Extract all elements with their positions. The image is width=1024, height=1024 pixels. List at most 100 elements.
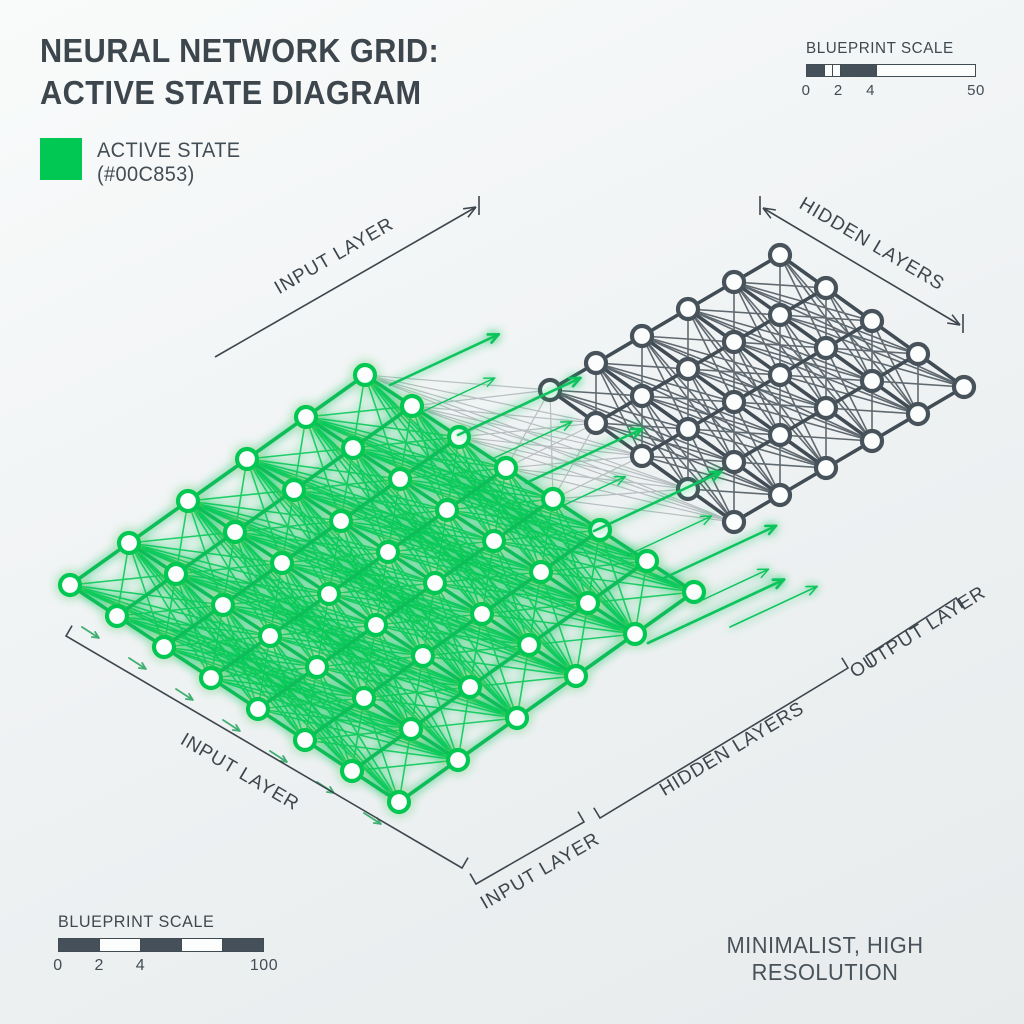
scale-tick-label: 2 [94, 957, 104, 974]
network-node [387, 466, 413, 492]
network-node [575, 590, 601, 616]
flow-arrow [627, 515, 713, 556]
input-layer-left-label: INPUT LAYER [177, 729, 303, 815]
flow-arrow [559, 475, 626, 508]
blueprint-scale-bottom-bar [58, 938, 264, 952]
hidden-layers-bottom-label: HIDDEN LAYERS [656, 698, 808, 801]
network-node [767, 422, 793, 448]
network-node [905, 341, 931, 367]
flow-arrows [388, 332, 818, 645]
network-node [629, 383, 655, 409]
network-node [293, 404, 319, 430]
flow-arrow [388, 332, 501, 387]
output-layer-right-label: OUTPUT LAYER [846, 582, 989, 682]
input-layer-top-label: INPUT LAYER [271, 214, 397, 299]
active-state-legend-line2: (#00C853) [97, 163, 195, 187]
network-node [675, 416, 701, 442]
network-node [675, 356, 701, 382]
blueprint-scale-top-bar [806, 64, 976, 77]
active-state-legend-line1: ACTIVE STATE [97, 139, 241, 162]
network-node [163, 561, 189, 587]
active-state-swatch [40, 138, 82, 180]
network-node [859, 368, 885, 394]
network-node [351, 685, 377, 711]
edge-tick-arrow [128, 657, 147, 670]
inactive-network [537, 242, 977, 535]
network-node [292, 727, 318, 753]
scale-segment [824, 65, 832, 76]
network-node [269, 550, 295, 576]
network-node [721, 449, 747, 475]
flow-arrow [491, 421, 573, 460]
network-node [399, 393, 425, 419]
network-node [328, 508, 354, 534]
network-node [352, 362, 378, 388]
inactive-network-nodes [537, 242, 977, 535]
scale-tick-label: 0 [53, 957, 63, 974]
network-node [234, 446, 260, 472]
network-node [859, 428, 885, 454]
network-node [375, 539, 401, 565]
scale-segment [875, 65, 975, 76]
network-node [767, 242, 793, 268]
network-node [116, 530, 142, 556]
network-node [721, 509, 747, 535]
input-layer-bottom: INPUT LAYER [469, 811, 603, 914]
network-node [245, 696, 271, 722]
network-node [457, 674, 483, 700]
active-network-nodes [57, 362, 707, 815]
network-node [859, 308, 885, 334]
network-node [316, 581, 342, 607]
network-node [905, 401, 931, 427]
active-state-legend: ACTIVE STATE (#00C853) [40, 138, 248, 187]
network-node [257, 623, 283, 649]
network-node [563, 663, 589, 689]
network-node [57, 572, 83, 598]
network-node [210, 592, 236, 618]
page-title-line1: NEURAL NETWORK GRID: [40, 32, 440, 69]
scale-segment [807, 65, 825, 76]
output-layer-right: OUTPUT LAYER [846, 582, 989, 682]
network-node [504, 705, 530, 731]
network-node [721, 329, 747, 355]
flow-arrow [423, 377, 496, 412]
page-title-line2: ACTIVE STATE DIAGRAM [40, 73, 422, 111]
network-node [386, 789, 412, 815]
active-network [57, 362, 707, 815]
network-node [281, 477, 307, 503]
network-node [583, 410, 609, 436]
network-node [222, 519, 248, 545]
network-node [339, 758, 365, 784]
network-node [434, 497, 460, 523]
network-node [175, 488, 201, 514]
blueprint-scale-bottom-ticks: 0 2 4 100 [53, 957, 277, 977]
input-layer-bottom-label: INPUT LAYER [477, 829, 603, 914]
network-node [681, 579, 707, 605]
network-node [304, 654, 330, 680]
scale-tick-label: 50 [967, 82, 985, 99]
hidden-layers-bottom: HIDDEN LAYERS [593, 657, 850, 820]
scale-tick-label: 100 [249, 957, 279, 974]
network-node [198, 665, 224, 691]
network-node [398, 716, 424, 742]
footer-caption: MINIMALIST, HIGH RESOLUTION [726, 932, 924, 985]
network-node [410, 643, 436, 669]
network-node [363, 612, 389, 638]
scale-segment [840, 65, 876, 76]
flow-arrow [592, 470, 723, 533]
interface-links [364, 374, 735, 523]
network-node [634, 548, 660, 574]
network-node [813, 395, 839, 421]
network-node [629, 443, 655, 469]
active-network-fan-edges [69, 374, 695, 803]
scale-tick-label: 4 [135, 957, 146, 974]
network-node [493, 455, 519, 481]
network-node [104, 603, 130, 629]
scale-segment [59, 939, 99, 951]
network-node [767, 362, 793, 388]
network-node [767, 302, 793, 328]
network-node [813, 455, 839, 481]
